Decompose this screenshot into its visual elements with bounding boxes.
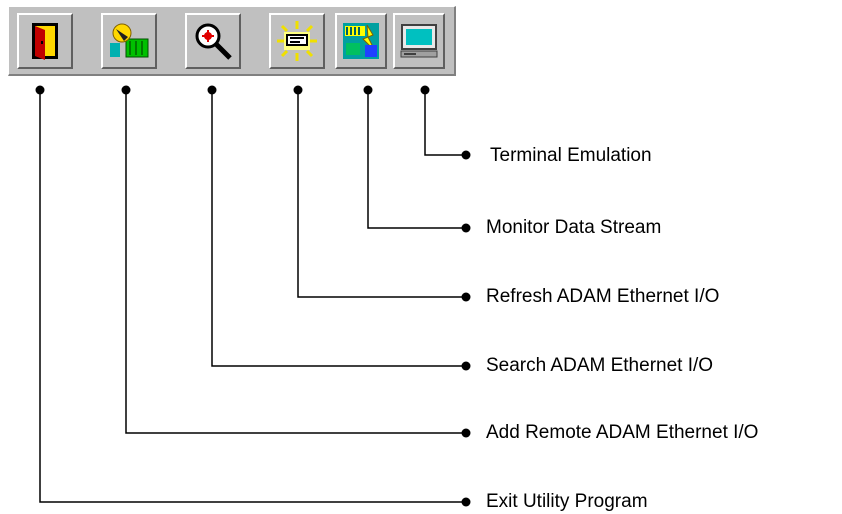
label-add-remote: Add Remote ADAM Ethernet I/O (486, 422, 759, 443)
label-refresh: Refresh ADAM Ethernet I/O (486, 286, 720, 307)
toolbar (8, 6, 456, 76)
label-monitor-data-stream: Monitor Data Stream (486, 217, 662, 238)
monitor-data-stream-button[interactable] (335, 13, 387, 69)
monitor-data-stream-icon (343, 23, 379, 59)
label-search: Search ADAM Ethernet I/O (486, 355, 714, 376)
exit-button[interactable] (17, 13, 73, 69)
search-button[interactable] (185, 13, 241, 69)
terminal-icon (400, 24, 438, 58)
refresh-button[interactable] (269, 13, 325, 69)
add-remote-icon (110, 23, 149, 58)
add-remote-button[interactable] (101, 13, 157, 69)
search-magnifier-icon (195, 23, 232, 60)
label-terminal-emulation: Terminal Emulation (490, 145, 652, 166)
exit-door-icon (32, 23, 58, 60)
terminal-emulation-button[interactable] (393, 13, 445, 69)
refresh-icon (277, 21, 317, 61)
label-exit: Exit Utility Program (486, 491, 648, 512)
